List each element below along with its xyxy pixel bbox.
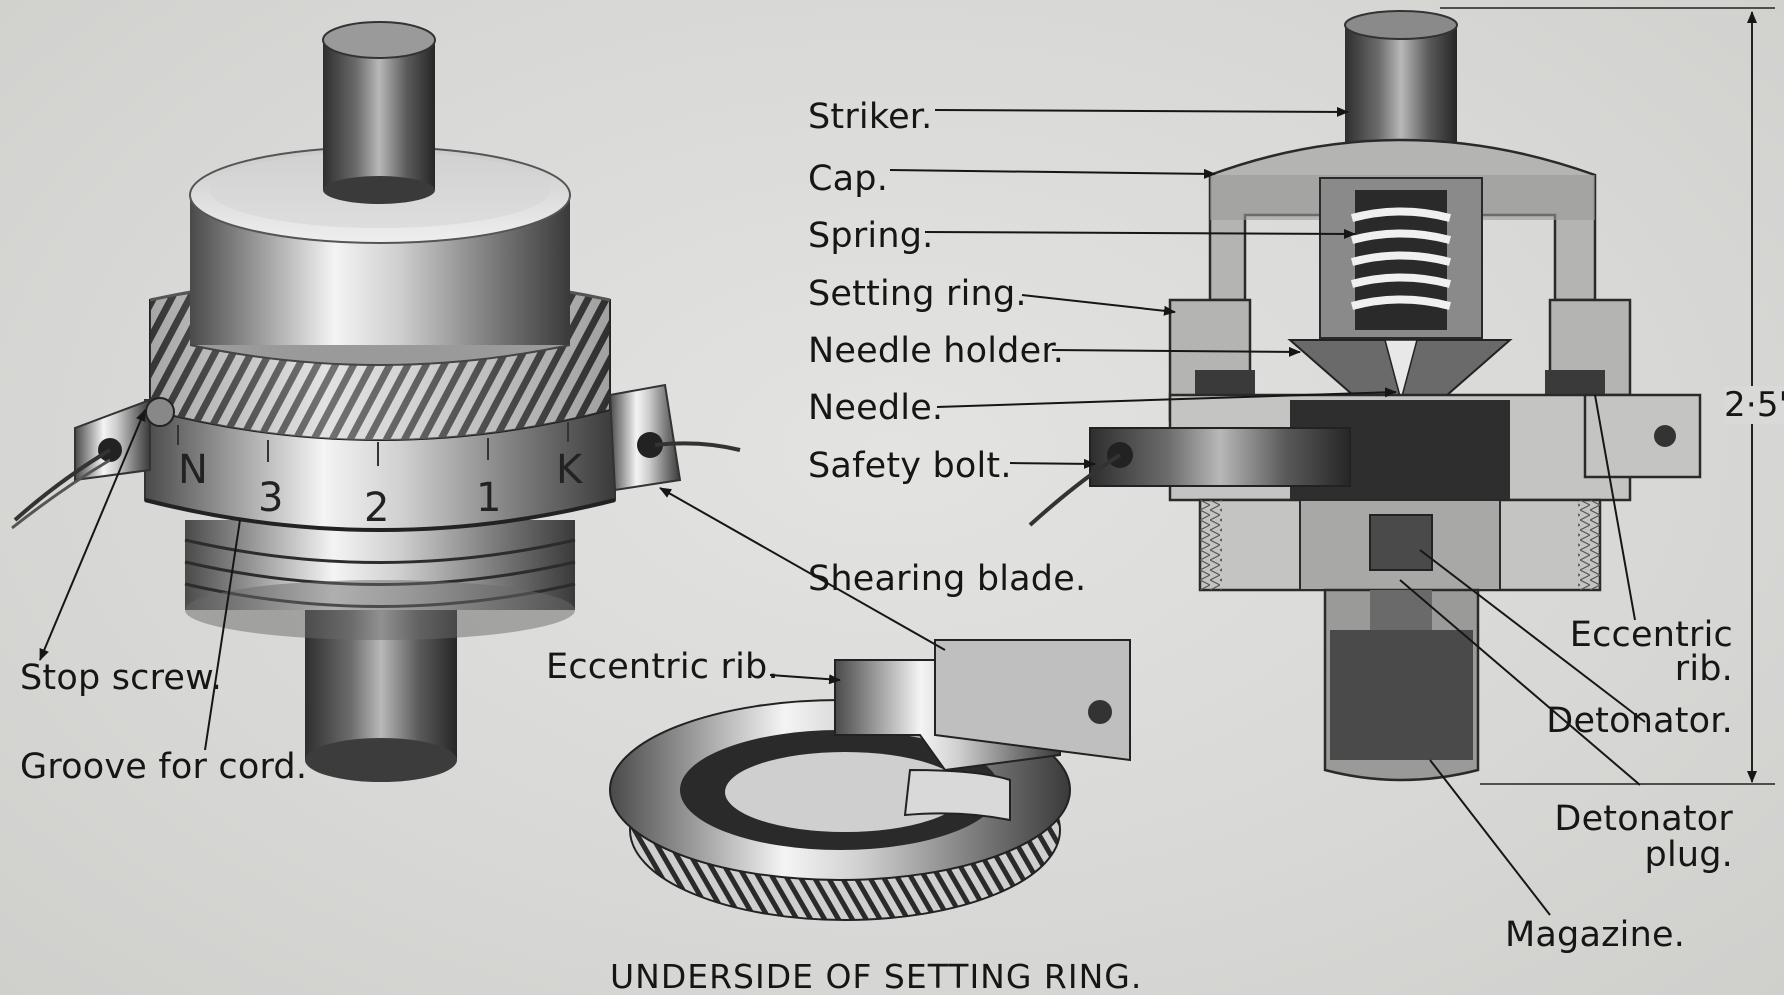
label-detonator: Detonator. [1546,701,1733,741]
dimension-label: 2·5" [1724,386,1784,424]
label-striker: Striker. [808,97,933,137]
label-spring: Spring. [808,216,934,256]
dial-mark-2: 2 [364,485,390,531]
label-shearing-blade: Shearing blade. [808,559,1087,599]
label-setting-ring: Setting ring. [808,274,1027,314]
setting-ring-underside-view [609,639,1131,921]
label-cap: Cap. [808,159,889,199]
label-eccentric-rib-right-line1: Eccentric [1569,615,1733,655]
label-stop-screw: Stop screw. [20,658,223,698]
dial-mark-n: N [178,447,208,493]
dial-mark-1: 1 [476,475,502,521]
label-detonator-plug-line2: plug. [1644,835,1733,875]
dial-mark-k: K [556,447,583,493]
label-eccentric-rib-left: Eccentric rib. [546,647,779,687]
label-needle-holder: Needle holder. [808,331,1065,371]
figure-caption: UNDERSIDE OF SETTING RING. [610,957,1143,995]
dial-mark-3: 3 [258,475,284,521]
label-magazine: Magazine. [1505,915,1686,955]
assembled-fuze-view [11,21,741,782]
sectional-view [1028,7,1775,785]
label-needle: Needle. [808,388,944,428]
label-eccentric-rib-right-line2: rib. [1674,649,1733,689]
label-detonator-plug-line1: Detonator [1554,799,1733,839]
label-safety-bolt: Safety bolt. [808,446,1012,486]
leader-lines [39,106,1646,916]
label-groove-for-cord: Groove for cord. [20,747,308,787]
